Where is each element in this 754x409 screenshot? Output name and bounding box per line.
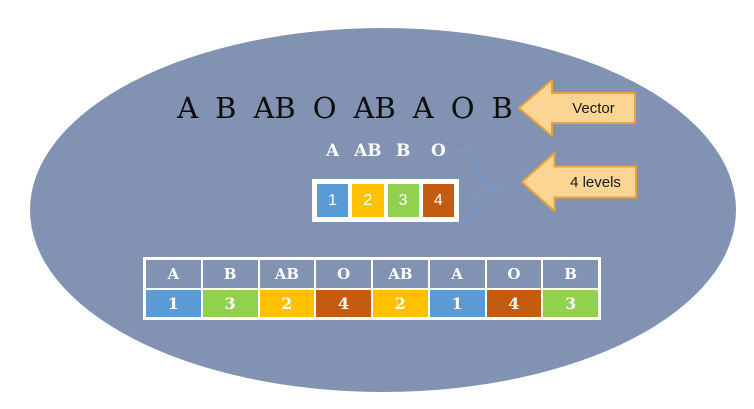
level-code-cell: 4 xyxy=(422,184,454,217)
vector-value: B xyxy=(491,91,513,125)
level-label: B xyxy=(395,141,411,161)
vector-value: O xyxy=(450,91,475,125)
mapping-header-cell: AB xyxy=(259,260,315,288)
mapping-value-cell: 4 xyxy=(316,289,371,317)
levels-arrow-label: 4 levels xyxy=(570,173,621,191)
mapping-header-cell: B xyxy=(202,260,258,288)
vector-value: A xyxy=(412,91,434,125)
curly-brace-connector-icon xyxy=(455,150,499,224)
levels-callout-arrow: 4 levels xyxy=(521,152,638,212)
level-label: AB xyxy=(354,141,382,161)
vector-arrow-label: Vector xyxy=(572,99,615,117)
mapping-value-cell: 3 xyxy=(202,289,258,317)
mapping-header-cell: A xyxy=(429,260,485,288)
left-block-arrow-icon xyxy=(521,152,638,212)
level-code-cell: 1 xyxy=(317,184,349,217)
level-label: A xyxy=(326,141,340,161)
vector-value: AB xyxy=(353,91,396,125)
mapping-header-cell: O xyxy=(486,260,542,288)
left-block-arrow-icon xyxy=(518,79,636,137)
vector-value: B xyxy=(215,91,237,125)
mapping-header-cell: O xyxy=(316,260,371,288)
vector-callout-arrow: Vector xyxy=(518,79,637,137)
level-code-cell: 2 xyxy=(352,184,384,217)
vector-value: O xyxy=(312,91,337,125)
vector-value: A xyxy=(177,91,199,125)
mapping-value-cell: 1 xyxy=(429,289,485,317)
level-code-cell: 3 xyxy=(387,184,419,217)
mapping-value-cell: 4 xyxy=(486,289,542,317)
mapping-value-cell: 2 xyxy=(259,289,315,317)
mapping-value-cell: 1 xyxy=(146,289,201,317)
vector-value: AB xyxy=(253,91,296,125)
mapping-value-cell: 2 xyxy=(373,289,428,317)
mapping-header-cell: B xyxy=(543,260,598,288)
mapping-value-cell: 3 xyxy=(543,289,598,317)
mapping-header-cell: AB xyxy=(373,260,428,288)
mapping-header-cell: A xyxy=(146,260,201,288)
level-label: O xyxy=(430,141,446,161)
